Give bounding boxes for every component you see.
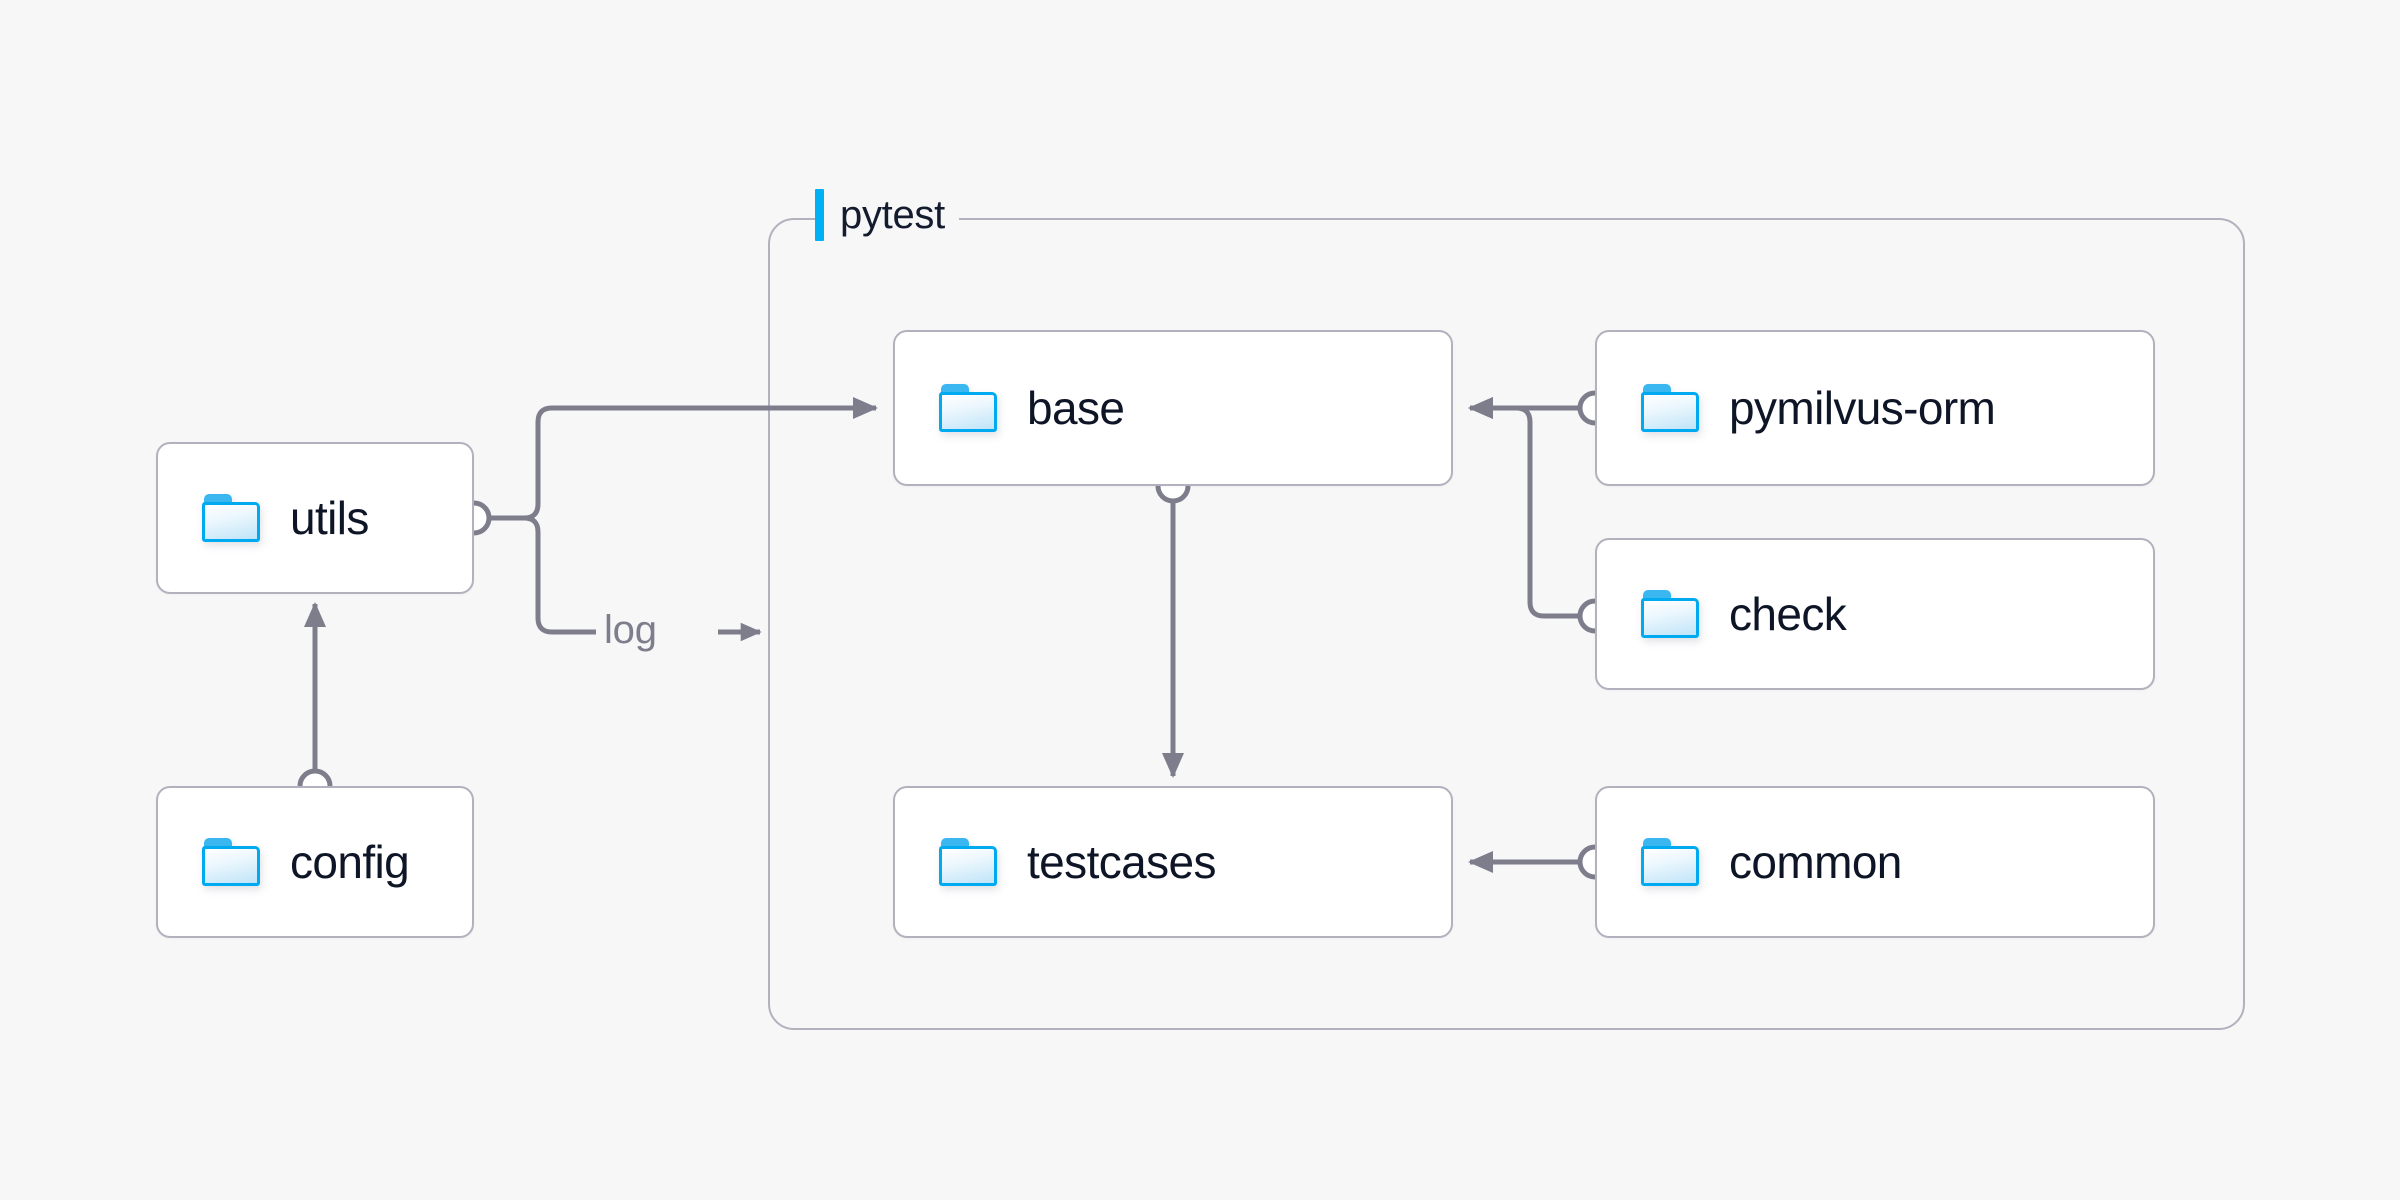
group-accent-bar bbox=[815, 189, 824, 241]
node-common-content: common bbox=[1597, 838, 1902, 886]
folder-icon bbox=[939, 384, 997, 432]
node-common[interactable]: common bbox=[1595, 786, 2155, 938]
node-check[interactable]: check bbox=[1595, 538, 2155, 690]
node-testcases[interactable]: testcases bbox=[893, 786, 1453, 938]
node-utils-content: utils bbox=[158, 494, 369, 542]
node-base-label: base bbox=[1027, 382, 1125, 434]
node-config[interactable]: config bbox=[156, 786, 474, 938]
folder-icon bbox=[202, 838, 260, 886]
node-testcases-content: testcases bbox=[895, 836, 1217, 888]
folder-icon bbox=[202, 494, 260, 542]
group-label-text: pytest bbox=[840, 192, 945, 237]
edge-label-log: log bbox=[604, 608, 657, 652]
node-pymilvus-orm-content: pymilvus-orm bbox=[1597, 382, 1996, 434]
group-container-pytest bbox=[768, 218, 2245, 1030]
node-utils[interactable]: utils bbox=[156, 442, 474, 594]
node-config-content: config bbox=[158, 836, 410, 888]
group-label-pytest: pytest bbox=[815, 185, 959, 245]
node-testcases-label: testcases bbox=[1027, 836, 1217, 888]
folder-icon bbox=[1641, 838, 1699, 886]
node-base-content: base bbox=[895, 382, 1125, 434]
folder-icon bbox=[939, 838, 997, 886]
node-base[interactable]: base bbox=[893, 330, 1453, 486]
folder-icon bbox=[1641, 384, 1699, 432]
folder-icon bbox=[1641, 590, 1699, 638]
node-check-label: check bbox=[1729, 588, 1847, 640]
node-check-content: check bbox=[1597, 588, 1847, 640]
node-common-label: common bbox=[1729, 836, 1902, 888]
node-utils-label: utils bbox=[290, 492, 369, 544]
edge-config-to-utils bbox=[297, 601, 333, 804]
edge-utils-to-log bbox=[489, 515, 596, 635]
node-config-label: config bbox=[290, 836, 410, 888]
node-pymilvus-orm-label: pymilvus-orm bbox=[1729, 382, 1996, 434]
node-pymilvus-orm[interactable]: pymilvus-orm bbox=[1595, 330, 2155, 486]
